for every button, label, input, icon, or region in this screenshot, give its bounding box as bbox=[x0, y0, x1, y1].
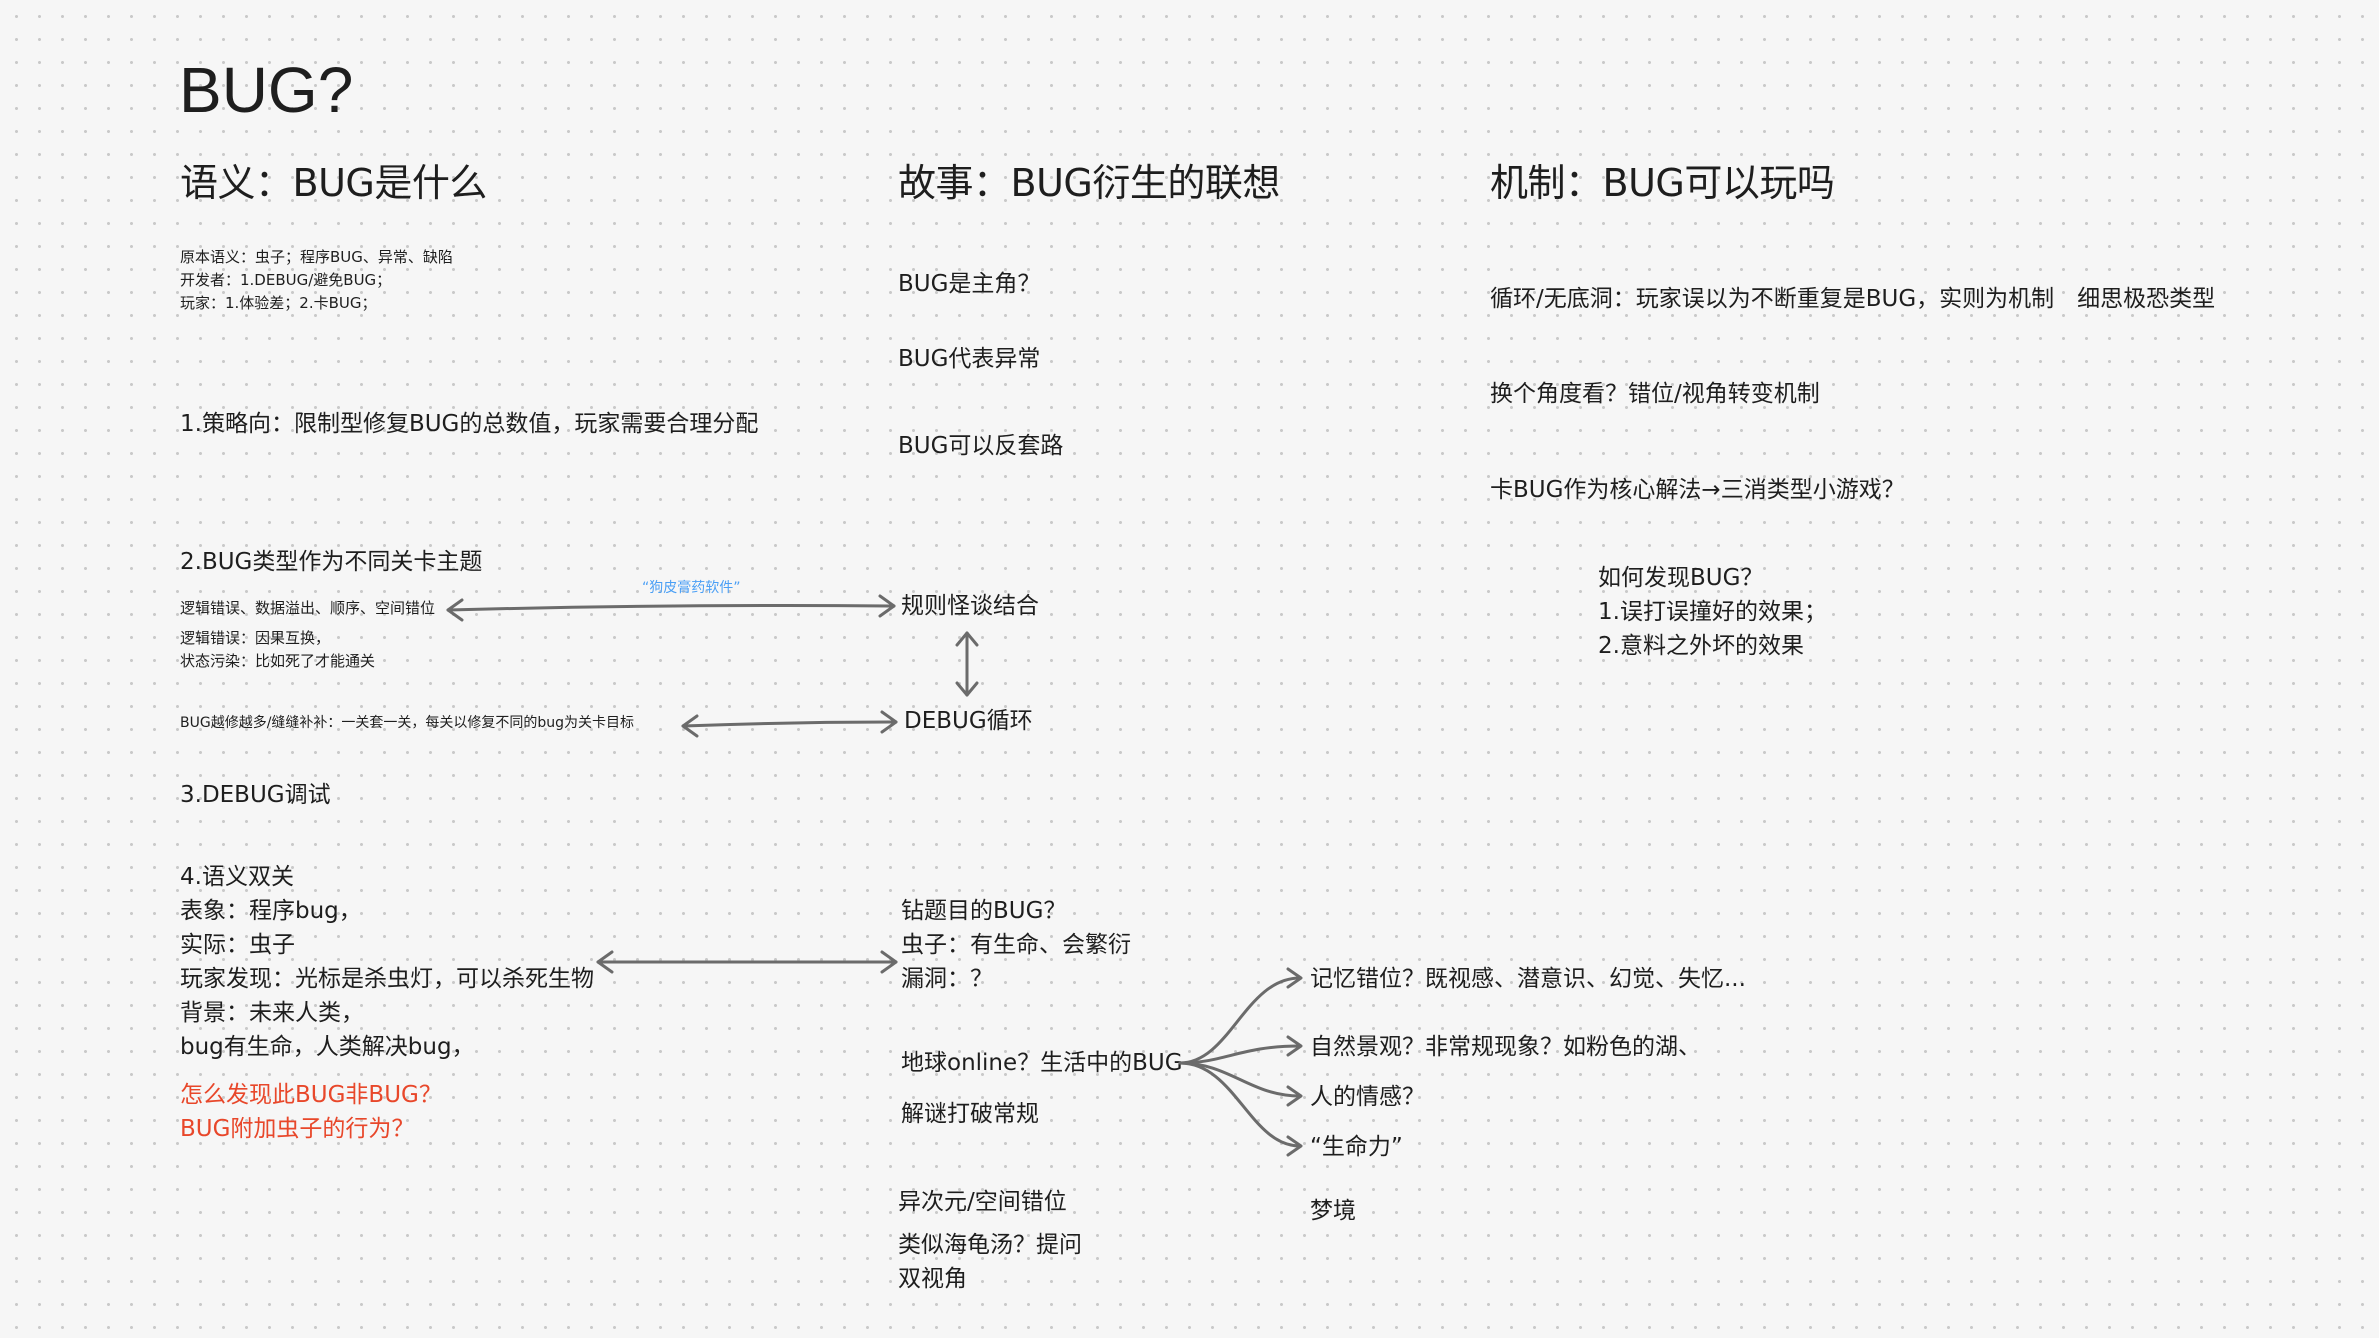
pun-background: 背景：未来人类， bbox=[180, 1000, 364, 1026]
logic-error-detail: 逻辑错误：因果互换， bbox=[180, 629, 331, 647]
pun-block: 4.语义双关 表象：程序bug， 实际：虫子 玩家发现：光标是杀虫灯，可以杀死生… bbox=[180, 860, 594, 1064]
definitions-note: 原本语义：虫子；程序BUG、异常、缺陷 开发者：1.DEBUG/避免BUG； 玩… bbox=[180, 246, 453, 315]
puzzle-item: 解谜打破常规 bbox=[901, 1101, 1039, 1127]
insect-life: 虫子：有生命、会繁衍 bbox=[901, 932, 1131, 958]
stuck-mechanic: 卡BUG作为核心解法→三消类型小游戏？ bbox=[1490, 477, 1905, 503]
arrow-rule-to-debug bbox=[955, 631, 979, 697]
branch-emotion: 人的情感？ bbox=[1310, 1084, 1425, 1110]
logic-error-line: 逻辑错误、数据溢出、顺序、空间错位 bbox=[180, 599, 436, 617]
discover-heading: 如何发现BUG？ bbox=[1598, 565, 1764, 591]
arrow-pun-to-story bbox=[596, 950, 898, 974]
arrow-note-label: “狗皮膏药软件” bbox=[642, 580, 741, 596]
story-item-anomaly: BUG代表异常 bbox=[898, 346, 1041, 372]
definition-original: 原本语义：虫子；程序BUG、异常、缺陷 bbox=[180, 248, 453, 266]
pun-bug-life: bug有生命，人类解决bug， bbox=[180, 1034, 475, 1060]
pun-surface: 表象：程序bug， bbox=[180, 898, 362, 924]
earth-online-node: 地球online？生活中的BUG bbox=[901, 1050, 1183, 1076]
state-pollution-detail: 状态污染：比如死了才能通关 bbox=[180, 652, 376, 670]
branch-nature: 自然景观？非常规现象？如粉色的湖、 bbox=[1310, 1034, 1701, 1060]
pun-player-discover: 玩家发现：光标是杀虫灯，可以杀死生物 bbox=[180, 966, 594, 992]
page-title: BUG? bbox=[179, 54, 354, 126]
bug-type-theme-item: 2.BUG类型作为不同关卡主题 bbox=[180, 549, 483, 575]
strategy-item: 1.策略向：限制型修复BUG的总数值，玩家需要合理分配 bbox=[180, 411, 759, 437]
dimension-item: 异次元/空间错位 bbox=[898, 1189, 1067, 1215]
discover-bad: 2.意料之外坏的效果 bbox=[1598, 633, 1804, 659]
question-behavior: BUG附加虫子的行为？ bbox=[180, 1116, 415, 1142]
branch-vitality: “生命力” bbox=[1310, 1134, 1403, 1160]
discover-bug-block: 如何发现BUG？ 1.误打误撞好的效果； 2.意料之外坏的效果 bbox=[1598, 561, 1827, 663]
debug-loop-node: DEBUG循环 bbox=[904, 708, 1033, 734]
turtle-soup-line1: 类似海龟汤？提问 bbox=[898, 1232, 1082, 1258]
dream-item: 梦境 bbox=[1310, 1198, 1356, 1224]
pun-actual: 实际：虫子 bbox=[180, 932, 295, 958]
branch-memory: 记忆错位？既视感、潜意识、幻觉、失忆... bbox=[1310, 966, 1746, 992]
question-discover: 怎么发现此BUG非BUG？ bbox=[180, 1082, 442, 1108]
rule-monster-node: 规则怪谈结合 bbox=[901, 593, 1039, 619]
bug-more-fix-note: BUG越修越多/缝缝补补：一关套一关，每关以修复不同的bug为关卡目标 bbox=[180, 715, 635, 731]
turtle-soup-line2: 双视角 bbox=[898, 1266, 967, 1292]
definition-player: 玩家：1.体验差；2.卡BUG； bbox=[180, 294, 377, 312]
angle-mechanic: 换个角度看？错位/视角转变机制 bbox=[1490, 381, 1820, 407]
turtle-soup-item: 类似海龟汤？提问 双视角 bbox=[898, 1228, 1082, 1296]
mechanic-heading: 机制：BUG可以玩吗 bbox=[1490, 161, 1835, 205]
arrow-logic-to-rule bbox=[446, 594, 896, 622]
exploit-question: 钻题目的BUG？ bbox=[901, 898, 1067, 924]
definition-developer: 开发者：1.DEBUG/避免BUG； bbox=[180, 271, 392, 289]
arrow-bugmore-to-debug bbox=[681, 710, 898, 738]
discover-good: 1.误打误撞好的效果； bbox=[1598, 599, 1827, 625]
story-item-anti-trope: BUG可以反套路 bbox=[898, 433, 1064, 459]
semantic-heading: 语义：BUG是什么 bbox=[180, 161, 487, 205]
pun-questions: 怎么发现此BUG非BUG？ BUG附加虫子的行为？ bbox=[180, 1078, 442, 1146]
story-heading: 故事：BUG衍生的联想 bbox=[898, 161, 1280, 205]
debug-item: 3.DEBUG调试 bbox=[180, 782, 331, 808]
pun-heading: 4.语义双关 bbox=[180, 864, 294, 890]
arrow-earth-branches bbox=[1178, 967, 1303, 1157]
bug-type-details: 逻辑错误：因果互换， 状态污染：比如死了才能通关 bbox=[180, 627, 375, 673]
loophole: 漏洞：？ bbox=[901, 966, 993, 992]
loop-mechanic: 循环/无底洞：玩家误以为不断重复是BUG，实则为机制 细思极恐类型 bbox=[1490, 286, 2216, 312]
story-item-protagonist: BUG是主角？ bbox=[898, 271, 1041, 297]
pun-story-block: 钻题目的BUG？ 虫子：有生命、会繁衍 漏洞：？ bbox=[901, 894, 1131, 996]
